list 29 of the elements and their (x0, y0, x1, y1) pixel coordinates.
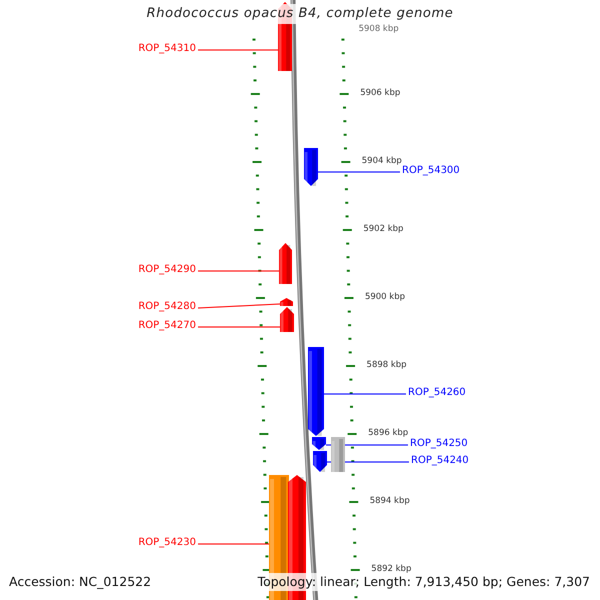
gene-region (331, 437, 345, 472)
scale-label: 5908 kbp (358, 24, 399, 34)
leader-line (198, 304, 280, 308)
genome-info-text: Topology: linear; Length: 7,913,450 bp; Genes: 7,307 (258, 573, 590, 591)
gene-label: ROP_54260 (408, 387, 466, 399)
gene-label: ROP_54230 (138, 537, 196, 549)
gene-label: ROP_54300 (402, 165, 460, 177)
gene-label: ROP_54240 (411, 455, 469, 467)
scale-label: 5896 kbp (368, 428, 408, 438)
leader-line (198, 326, 280, 328)
gene-feature (279, 243, 292, 284)
gene-feature (312, 437, 326, 450)
scale-label: 5900 kbp (364, 292, 406, 302)
gene-label: ROP_54270 (138, 320, 196, 332)
gene-feature (313, 451, 327, 472)
gene-feature (304, 148, 318, 186)
gene-label: ROP_54250 (410, 438, 468, 450)
gene-label: ROP_54290 (138, 264, 196, 276)
scale-label: 5902 kbp (363, 224, 404, 234)
scale-label: 5906 kbp (360, 88, 400, 98)
gene-feature (280, 298, 293, 306)
gene-label: ROP_54310 (138, 43, 196, 55)
scale-label: 5894 kbp (370, 496, 410, 506)
scale-label: 5904 kbp (362, 156, 402, 166)
leader-line (198, 270, 280, 272)
scale-label: 5892 kbp (371, 564, 412, 574)
accession-text: Accession: NC_012522 (9, 573, 152, 591)
scale-label: 5898 kbp (366, 360, 407, 370)
gene-label: ROP_54280 (138, 301, 196, 313)
